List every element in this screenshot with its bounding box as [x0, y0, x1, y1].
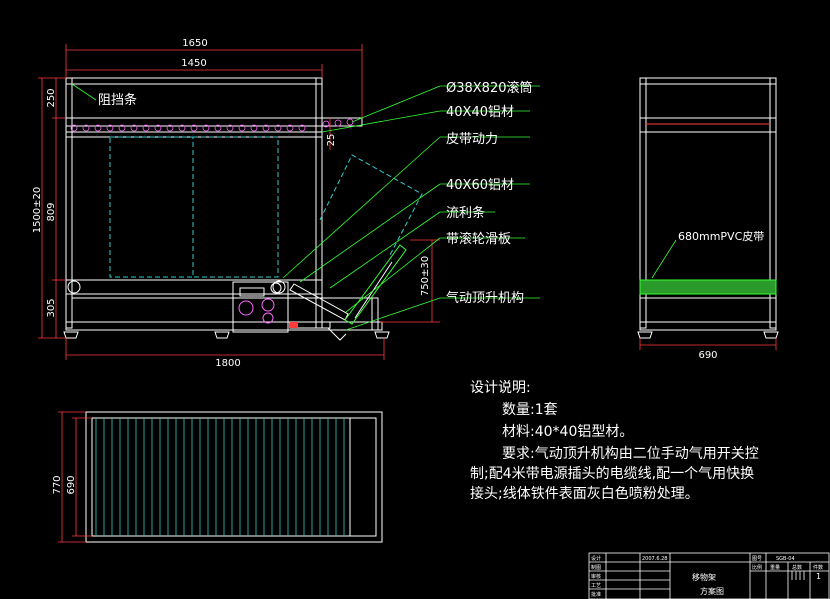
- tb-drawing-no: SGB-04: [776, 556, 795, 562]
- tb-date: 2007.6.28: [642, 556, 667, 562]
- pneumatic-cap: [290, 322, 298, 328]
- control-knob-2: [261, 298, 275, 312]
- roller-circles: [70, 118, 354, 132]
- notes-qty: 数量:1套: [502, 402, 558, 418]
- dim-750: 750±30: [420, 256, 431, 296]
- dim-809: 809: [46, 202, 57, 221]
- tb-designer: 设计: [591, 555, 601, 562]
- tb-drafter: 制图: [591, 564, 601, 571]
- pvc-belt: [639, 279, 777, 295]
- right-pulley: [272, 280, 286, 294]
- dim-250: 250: [46, 88, 57, 107]
- tb-drawing-no-label: 图号: [752, 556, 762, 562]
- lift-hidden-outline: [319, 154, 423, 256]
- front-dimensions: [38, 44, 440, 360]
- callout-pneumatic: 气动顶升机构: [446, 290, 524, 306]
- dim-1500: 1500±20: [32, 187, 43, 234]
- callout-stopper: 阻挡条: [98, 92, 137, 108]
- dim-1450: 1450: [181, 58, 206, 69]
- callout-al-4040: 40X40铝材: [446, 105, 514, 120]
- slide-plate: [289, 283, 349, 321]
- notes-req3: 接头;线体铁件表面灰白色喷粉处理。: [470, 485, 699, 502]
- control-box: [232, 281, 289, 333]
- tb-ratio-label: 比例: [752, 564, 762, 571]
- hidden-panel-left: [109, 136, 194, 278]
- notes-req2: 制;配4米带电源插头的电缆线,配一个气用快换: [470, 465, 754, 482]
- hidden-panel-right: [192, 136, 279, 278]
- belt-section: [65, 279, 323, 295]
- dim-305: 305: [46, 298, 57, 317]
- control-knob-3: [262, 312, 274, 324]
- tb-sheet-label: 件数: [813, 564, 823, 571]
- tb-name: 移物架: [692, 572, 716, 582]
- dim-plan-770: 770: [52, 475, 63, 494]
- dim-side-690: 690: [698, 350, 717, 361]
- right-leg: [371, 297, 379, 331]
- fluent-strip-plate: [344, 244, 407, 325]
- foot-2: [214, 331, 230, 339]
- title-block: [588, 552, 830, 599]
- top-beam: [65, 77, 323, 85]
- plan-rollers: [95, 418, 345, 536]
- callout-pvc-belt: 680mmPVC皮带: [678, 230, 764, 243]
- notes-req1: 要求:气动顶升机构由二位手动气用开关控: [502, 446, 759, 462]
- callout-belt-power: 皮带动力: [446, 132, 498, 147]
- right-post: [315, 77, 323, 329]
- control-knob-1: [238, 300, 254, 316]
- tb-weight-label: 重量: [770, 564, 780, 571]
- plan-dimensions: [58, 411, 92, 543]
- bottom-beam: [65, 321, 383, 331]
- foot-1: [63, 331, 79, 339]
- pneumatic-arm: [327, 327, 347, 341]
- callout-al-4060: 40X60铝材: [446, 178, 514, 193]
- dim-plan-690: 690: [66, 475, 77, 494]
- tb-approver: 批准: [591, 591, 601, 598]
- dim-25: 25: [326, 134, 337, 147]
- side-view: [637, 77, 779, 339]
- callout-fluent-strip: 流利条: [446, 205, 485, 221]
- control-knob-4: [270, 282, 282, 294]
- dim-1650: 1650: [182, 38, 207, 49]
- notes-title: 设计说明:: [470, 380, 531, 396]
- pvc-leader: [651, 239, 677, 279]
- notes-material: 材料:40*40铝型材。: [502, 424, 633, 440]
- dim-1800: 1800: [215, 358, 240, 369]
- tb-subname: 方案图: [700, 586, 724, 596]
- tb-process: 工艺: [591, 583, 601, 589]
- tb-sheet-val: 1: [816, 572, 821, 581]
- tb-reviewer: 审核: [591, 573, 601, 580]
- callout-leaders: [71, 83, 540, 331]
- foot-3: [374, 331, 390, 339]
- callout-roller-slide: 带滚轮滑板: [446, 231, 511, 247]
- front-view: [63, 77, 423, 341]
- callout-roller: Ø38X820滚筒: [446, 80, 533, 96]
- side-dimensions: [639, 338, 777, 350]
- tb-count-label: 总数: [792, 564, 802, 571]
- mid-beam: [65, 131, 323, 138]
- plan-view: [85, 411, 383, 543]
- control-label-plate: [239, 287, 265, 297]
- left-pulley: [67, 280, 81, 294]
- roller-conveyor: [65, 117, 363, 127]
